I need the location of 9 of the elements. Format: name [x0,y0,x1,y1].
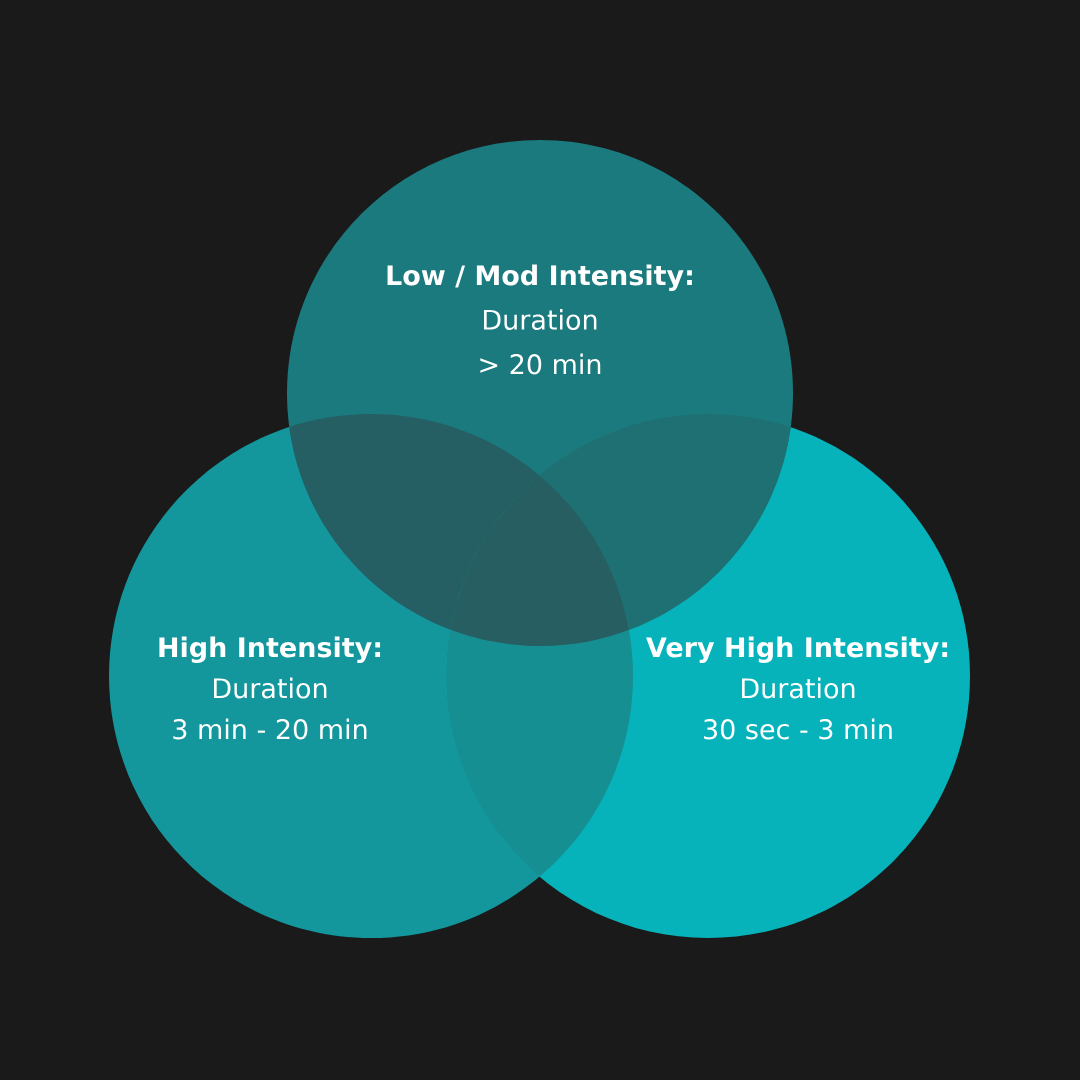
circle-label: Duration [214,677,327,699]
circle-label: > 20 min [480,353,601,375]
circle-label: 30 sec - 3 min [704,718,892,740]
circle-heading: High Intensity: [159,636,381,663]
circle-label: Duration [742,677,855,699]
circle-heading: Low / Mod Intensity: [387,264,692,291]
circle-heading: Very High Intensity: [646,636,948,663]
circle-label: Duration [484,309,597,330]
circle-label: 3 min - 20 min [173,718,367,740]
